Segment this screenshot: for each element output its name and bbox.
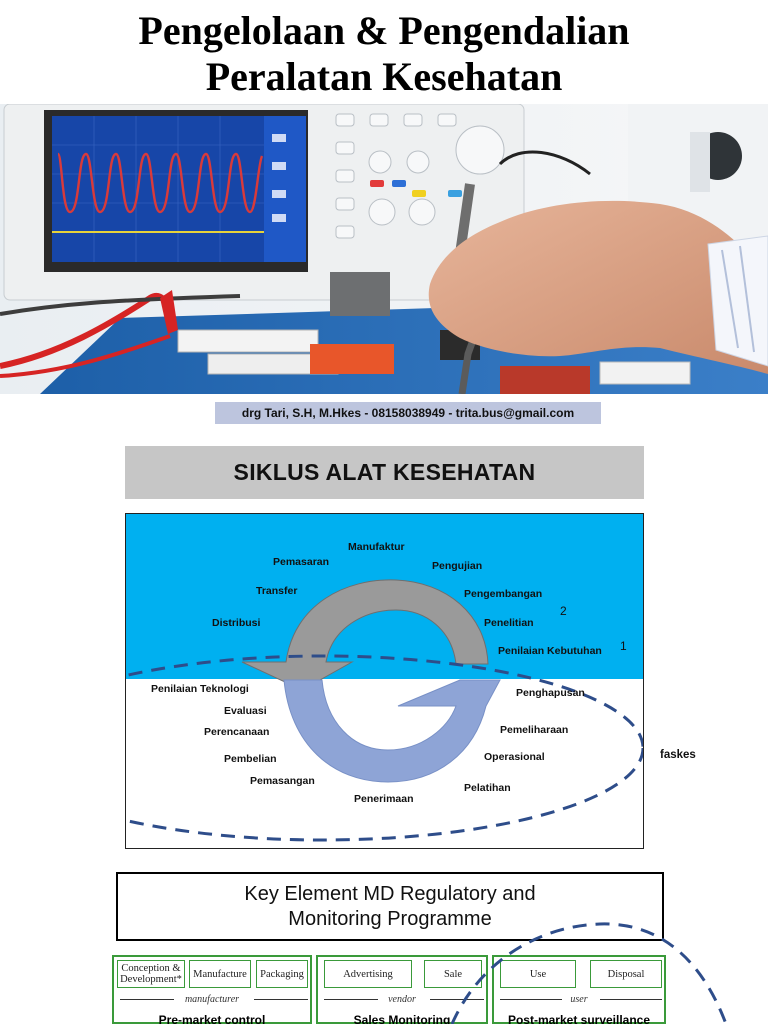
role-vendor: vendor [388,994,416,1005]
role-line-left [324,999,378,1000]
document-title: Pengelolaan & Pengendalian Peralatan Kes… [0,8,768,100]
upper-cycle-arrow [241,579,489,691]
role-line-left [120,999,174,1000]
cycle-heading: SIKLUS ALAT KESEHATAN [125,446,644,499]
lower-cycle-arrow [283,679,501,783]
title-line-1: Pengelolaan & Pengendalian [138,8,630,53]
cycle-arrows [126,579,643,842]
role-line-right [254,999,308,1000]
label-pemasangan: Pemasangan [250,775,315,787]
marker-1: 1 [620,639,627,653]
regulatory-lifecycle-strip: Conception & Development* Manufacture Pa… [112,955,668,1024]
label-penerimaan: Penerimaan [354,793,414,805]
chip-advertising: Advertising [324,960,412,988]
chip-sale: Sale [424,960,482,988]
phase-pre-market-control: Pre-market control [158,1013,266,1024]
label-penelitian: Penelitian [484,617,534,629]
role-manufacturer: manufacturer [184,994,240,1005]
regulatory-title-line-1: Key Element MD Regulatory and [244,883,536,905]
label-pengembangan: Pengembangan [464,588,543,600]
label-perencanaan: Perencanaan [204,726,270,738]
label-penghapusan: Penghapusan [516,687,585,699]
label-penilaian-kebutuhan: Penilaian Kebutuhan [498,645,602,657]
label-evaluasi: Evaluasi [224,705,267,717]
label-pembelian: Pembelian [224,753,277,765]
label-pengujian: Pengujian [432,560,483,572]
label-manufaktur: Manufaktur [348,541,405,553]
label-pelatihan: Pelatihan [464,782,511,794]
role-line-left [500,999,562,1000]
role-user: user [570,994,588,1005]
chip-packaging: Packaging [256,960,308,988]
chip-use: Use [500,960,576,988]
regulatory-title-box: Key Element MD Regulatory and Monitoring… [116,872,664,941]
label-transfer: Transfer [256,585,298,597]
phase-post-market-surveillance: Post-market surveillance [507,1013,651,1024]
chip-disposal: Disposal [590,960,662,988]
title-line-2: Peralatan Kesehatan [205,54,563,99]
marker-2: 2 [560,604,567,618]
faskes-boundary [126,654,643,842]
label-operasional: Operasional [484,751,545,763]
label-pemasaran: Pemasaran [273,556,330,568]
phase-sales-monitoring: Sales Monitoring [353,1013,451,1024]
label-faskes: faskes [660,749,696,761]
author-contact: drg Tari, S.H, M.Hkes - 08158038949 - tr… [215,402,601,424]
regulatory-title-line-2: Monitoring Programme [288,908,492,930]
medical-device-cycle-diagram: Manufaktur Pemasaran Pengujian Transfer … [125,513,644,849]
post-market-dashed-arc [450,922,728,1024]
stage-user: Use Disposal user Post-market surveillan… [492,955,666,1024]
chip-manufacture: Manufacture [189,960,251,988]
label-pemeliharaan: Pemeliharaan [500,724,569,736]
label-penilaian-teknologi: Penilaian Teknologi [151,683,249,695]
lab-equipment-photo [0,104,768,394]
stage-vendor: Advertising Sale vendor Sales Monitoring [316,955,488,1024]
role-line-right [430,999,484,1000]
chip-conception-development: Conception & Development* [117,960,185,988]
label-distribusi: Distribusi [212,617,261,629]
stage-manufacturer: Conception & Development* Manufacture Pa… [112,955,312,1024]
role-line-right [600,999,662,1000]
